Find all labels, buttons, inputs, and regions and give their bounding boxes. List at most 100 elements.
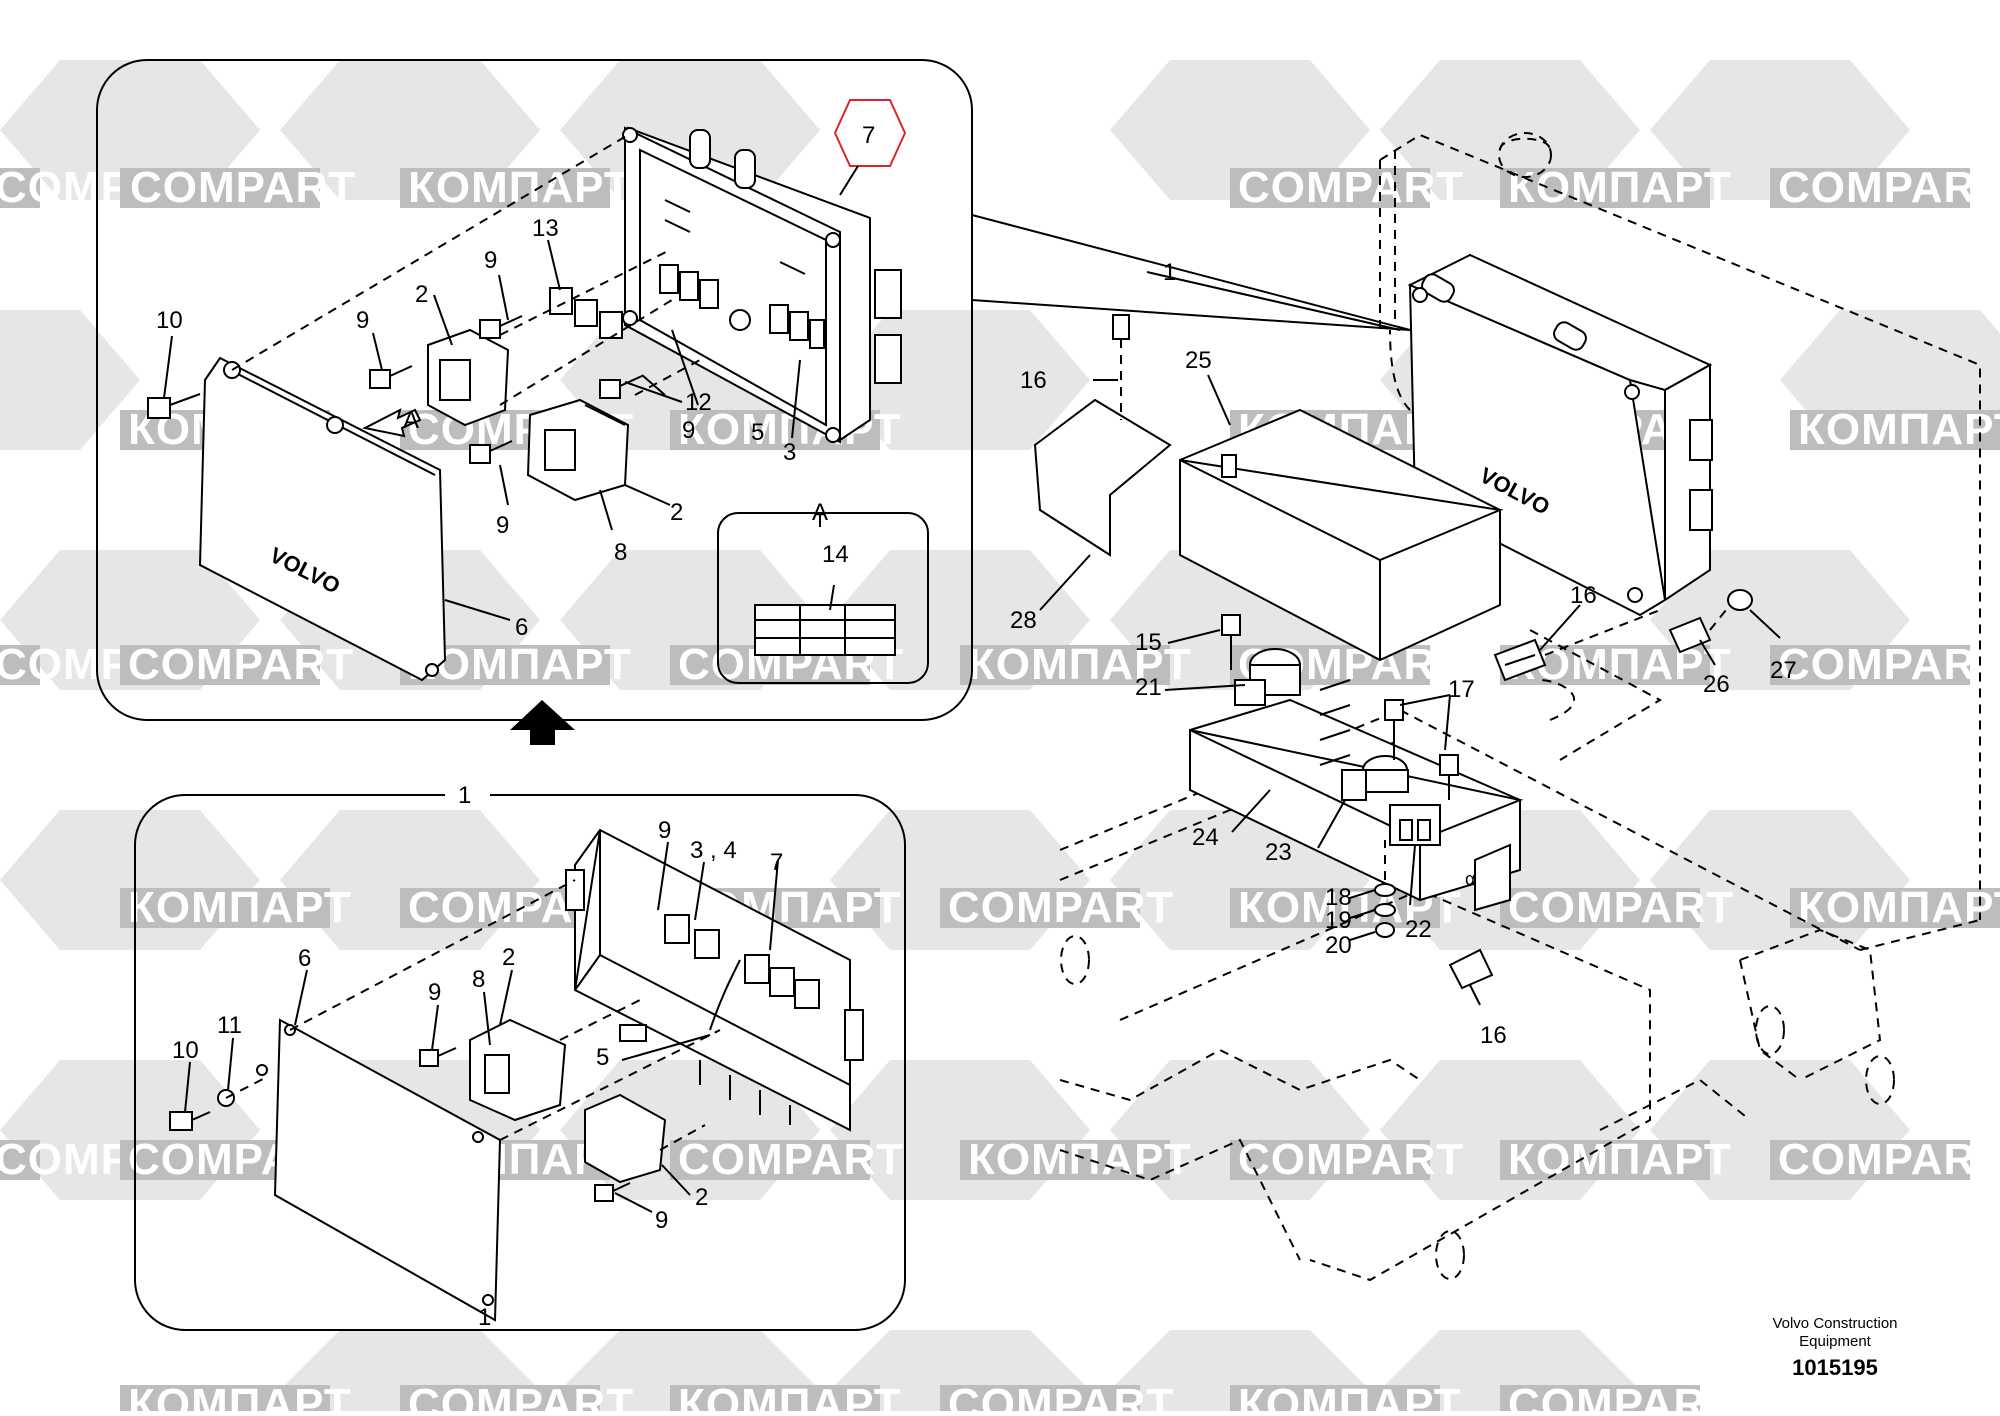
leader-lines-top	[163, 165, 859, 621]
screws-top	[147, 287, 643, 464]
callout-24: 24	[1192, 824, 1219, 851]
watermark-text: COMPART	[128, 640, 354, 689]
callout-9: 9	[356, 307, 369, 334]
bottom-panel-frame	[134, 794, 906, 1331]
callout-13: 13	[532, 215, 559, 242]
callout-9: 9	[658, 817, 671, 844]
callout-5: 5	[751, 419, 764, 446]
callouts-top: 10 9 2 9 13 A 9 8 2 6 12 9 5 3 7 A 14	[156, 122, 875, 641]
callout-9: 9	[655, 1207, 668, 1234]
callout-7: 7	[770, 849, 783, 876]
watermark-text: КОМПАРТ	[968, 640, 1192, 689]
callout-22: 22	[1405, 916, 1432, 943]
bottom-detail-panel: 1 9 3 , 4 7 6 2 8 9 11 10 5 2 9 1	[134, 782, 906, 1331]
callout-23: 23	[1265, 839, 1292, 866]
screws-main	[1221, 589, 1753, 990]
zoom-line	[971, 299, 1411, 331]
watermark-text: COMPART	[1778, 640, 2000, 689]
callout-6: 6	[515, 614, 528, 641]
watermark-text: COMPART	[1508, 1380, 1734, 1411]
watermark-text: COMPART	[1238, 1135, 1464, 1184]
callout-28: 28	[1010, 607, 1037, 634]
callout-2: 2	[415, 281, 428, 308]
watermark-text: КОМПАРТ	[678, 1380, 902, 1411]
solenoid-21	[1234, 648, 1351, 766]
watermark-text: COMPART	[678, 1135, 904, 1184]
relay-pair	[526, 398, 630, 502]
relay-pair-bottom	[469, 1018, 567, 1122]
callout-16: 16	[1570, 582, 1597, 609]
callouts-bottom: 1 9 3 , 4 7 6 2 8 9 11 10 5 2 9 1	[172, 782, 783, 1331]
bracket-mark: α	[1465, 869, 1475, 889]
company-name-line2: Equipment	[1799, 1333, 1872, 1350]
callout-26: 26	[1703, 671, 1730, 698]
watermark-text: КОМПАРТ	[1508, 1135, 1732, 1184]
watermark-text: COMPART	[1238, 163, 1464, 212]
callout-1: 1	[478, 1304, 491, 1331]
watermark-text: COMPART	[130, 163, 356, 212]
callout-9: 9	[428, 979, 441, 1006]
solenoid-23	[1341, 755, 1409, 801]
watermark-text: КОМПАРТ	[1798, 883, 2000, 932]
callout-10: 10	[156, 307, 183, 334]
watermark-text: КОМПАРТ	[128, 1380, 352, 1411]
assembly-lines-bottom	[225, 879, 721, 1151]
callout-3-4: 3 , 4	[690, 837, 737, 864]
relay-22	[1389, 804, 1441, 846]
fuse-box-closed: VOLVO	[1407, 253, 1713, 617]
callout-10: 10	[172, 1037, 199, 1064]
flat-cover	[256, 1018, 502, 1322]
fuse-relay-block	[659, 264, 825, 349]
callout-5: 5	[596, 1044, 609, 1071]
watermark-text: COMPART	[1508, 883, 1734, 932]
callout-7-highlighted: 7	[862, 122, 875, 149]
callout-16: 16	[1480, 1022, 1507, 1049]
watermark-text: КОМПАРТ	[1798, 405, 2000, 454]
callout-12: 12	[685, 389, 712, 416]
main-assembly: VOLVO α	[971, 132, 1981, 1282]
zoom-line	[971, 214, 1411, 331]
view-a-title: A	[812, 499, 828, 526]
callout-9: 9	[496, 512, 509, 539]
callout-2: 2	[670, 499, 683, 526]
box-cover	[1179, 408, 1504, 662]
up-arrow-icon	[510, 700, 575, 745]
callout-8: 8	[614, 539, 627, 566]
watermark-text: КОМПАРТ	[968, 1135, 1192, 1184]
footer-block: Volvo Construction Equipment 1015195	[1772, 1315, 1897, 1380]
callout-2: 2	[502, 944, 515, 971]
callout-18: 18	[1325, 884, 1352, 911]
callout-9: 9	[682, 417, 695, 444]
watermark-text: COMPART	[1778, 163, 2000, 212]
document-number: 1015195	[1792, 1355, 1878, 1380]
callout-view-a-arrow: A	[403, 407, 419, 434]
highlight-hexagon	[833, 99, 907, 167]
company-name-line1: Volvo Construction	[1772, 1315, 1897, 1332]
callout-1: 1	[458, 782, 471, 809]
watermark-text: КОМПАРТ	[408, 163, 632, 212]
callout-3: 3	[783, 439, 796, 466]
watermark-text: COMPART	[948, 883, 1174, 932]
callout-11: 11	[217, 1012, 242, 1039]
callout-1: 1	[1163, 259, 1176, 286]
callout-27: 27	[1770, 657, 1797, 684]
watermark-text: КОМПАРТ	[1238, 1380, 1462, 1411]
callout-25: 25	[1185, 347, 1212, 374]
callout-19: 19	[1325, 907, 1352, 934]
callouts-main: 1 16 25 28 15 21 17 16 26 27 24 23 18 19…	[1010, 259, 1797, 1049]
watermark-text: COMPART	[1778, 1135, 2000, 1184]
watermark-text: КОМПАРТ	[1508, 163, 1732, 212]
cover-bracket	[1033, 314, 1172, 557]
watermark-text: КОМПАРТ	[128, 883, 352, 932]
callout-15: 15	[1135, 629, 1162, 656]
callout-16: 16	[1020, 367, 1047, 394]
callout-17: 17	[1448, 676, 1475, 703]
top-detail-panel: VOLVO	[96, 59, 973, 721]
view-a-arrow	[362, 408, 422, 438]
callout-21: 21	[1135, 674, 1162, 701]
leader-lines-main	[1039, 271, 1781, 1006]
view-a-inset	[717, 512, 929, 684]
cover-panel: VOLVO	[198, 356, 447, 682]
